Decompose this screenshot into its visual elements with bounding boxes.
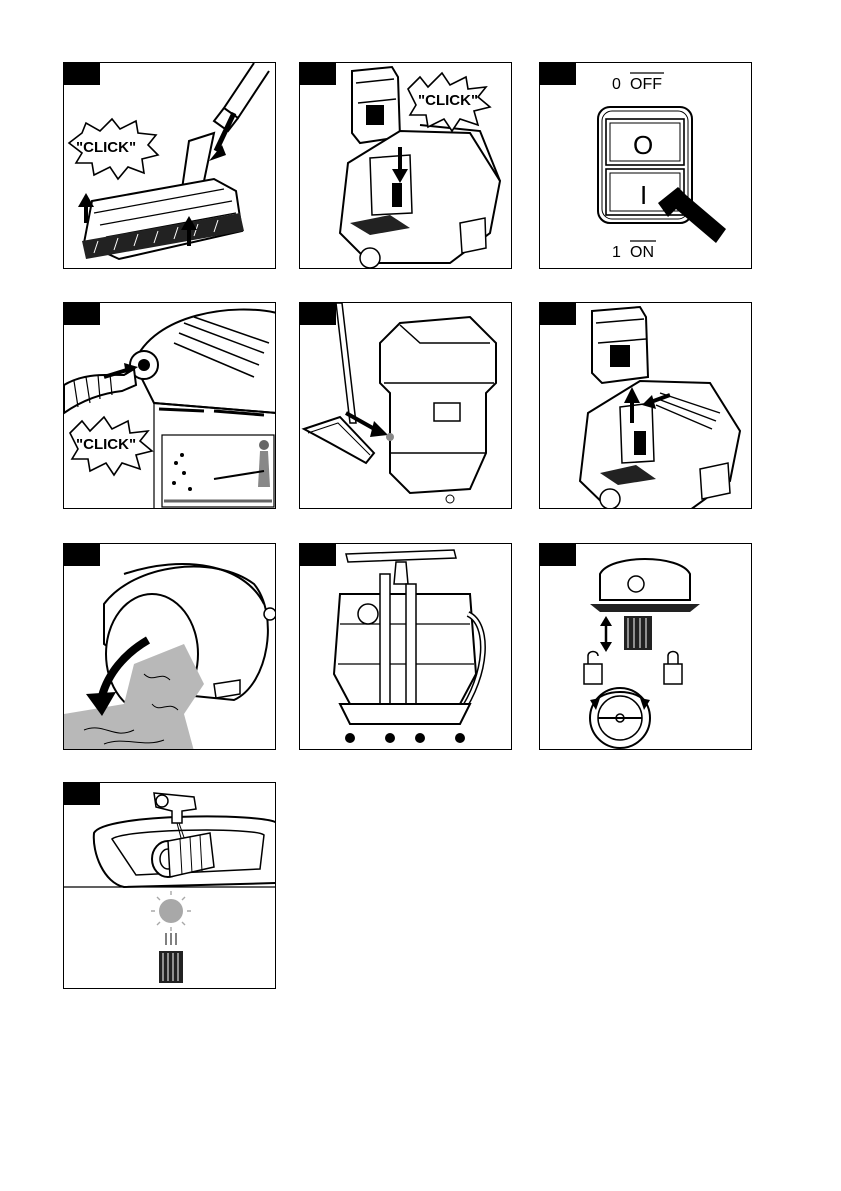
lock-open-icon [584, 652, 602, 685]
container-empty-icon [64, 544, 276, 750]
battery-icon: "CLICK" [300, 63, 512, 269]
battery-removal-icon [540, 303, 752, 509]
off-number: 0 [612, 76, 621, 93]
switch-o-label: O [633, 130, 653, 160]
accessory-storage-icon [300, 544, 512, 750]
panel-2-insert-battery: "CLICK" [299, 62, 512, 269]
on-label: ON [630, 244, 654, 261]
vacuum-nozzle-icon: "CLICK" [64, 63, 276, 269]
off-label: OFF [630, 76, 662, 93]
panel-5-floor-nozzle-park [299, 302, 512, 509]
sun-icon [151, 891, 191, 931]
click-label: "CLICK" [418, 92, 478, 109]
panel-1-attach-floor-nozzle: "CLICK" [63, 62, 276, 269]
hose-connector-icon: "CLICK" [64, 303, 276, 509]
on-number: 1 [612, 244, 621, 261]
panel-8-accessory-storage [299, 543, 512, 750]
click-label: "CLICK" [76, 436, 136, 453]
power-switch-icon: 0 OFF O I 1 ON [540, 63, 752, 269]
floor-nozzle-icon [300, 303, 512, 509]
filter-lock-icon [540, 544, 752, 750]
panel-9-filter-lock [539, 543, 752, 750]
panel-3-switch-on: 0 OFF O I 1 ON [539, 62, 752, 269]
panel-10-clean-filter [63, 782, 276, 989]
panel-7-empty-container [63, 543, 276, 750]
panel-6-remove-battery [539, 302, 752, 509]
panel-4-connect-hose: "CLICK" [63, 302, 276, 509]
switch-i-label: I [640, 180, 647, 210]
lock-closed-icon [664, 652, 682, 685]
click-label: "CLICK" [76, 139, 136, 156]
filter-clean-icon [64, 783, 276, 989]
